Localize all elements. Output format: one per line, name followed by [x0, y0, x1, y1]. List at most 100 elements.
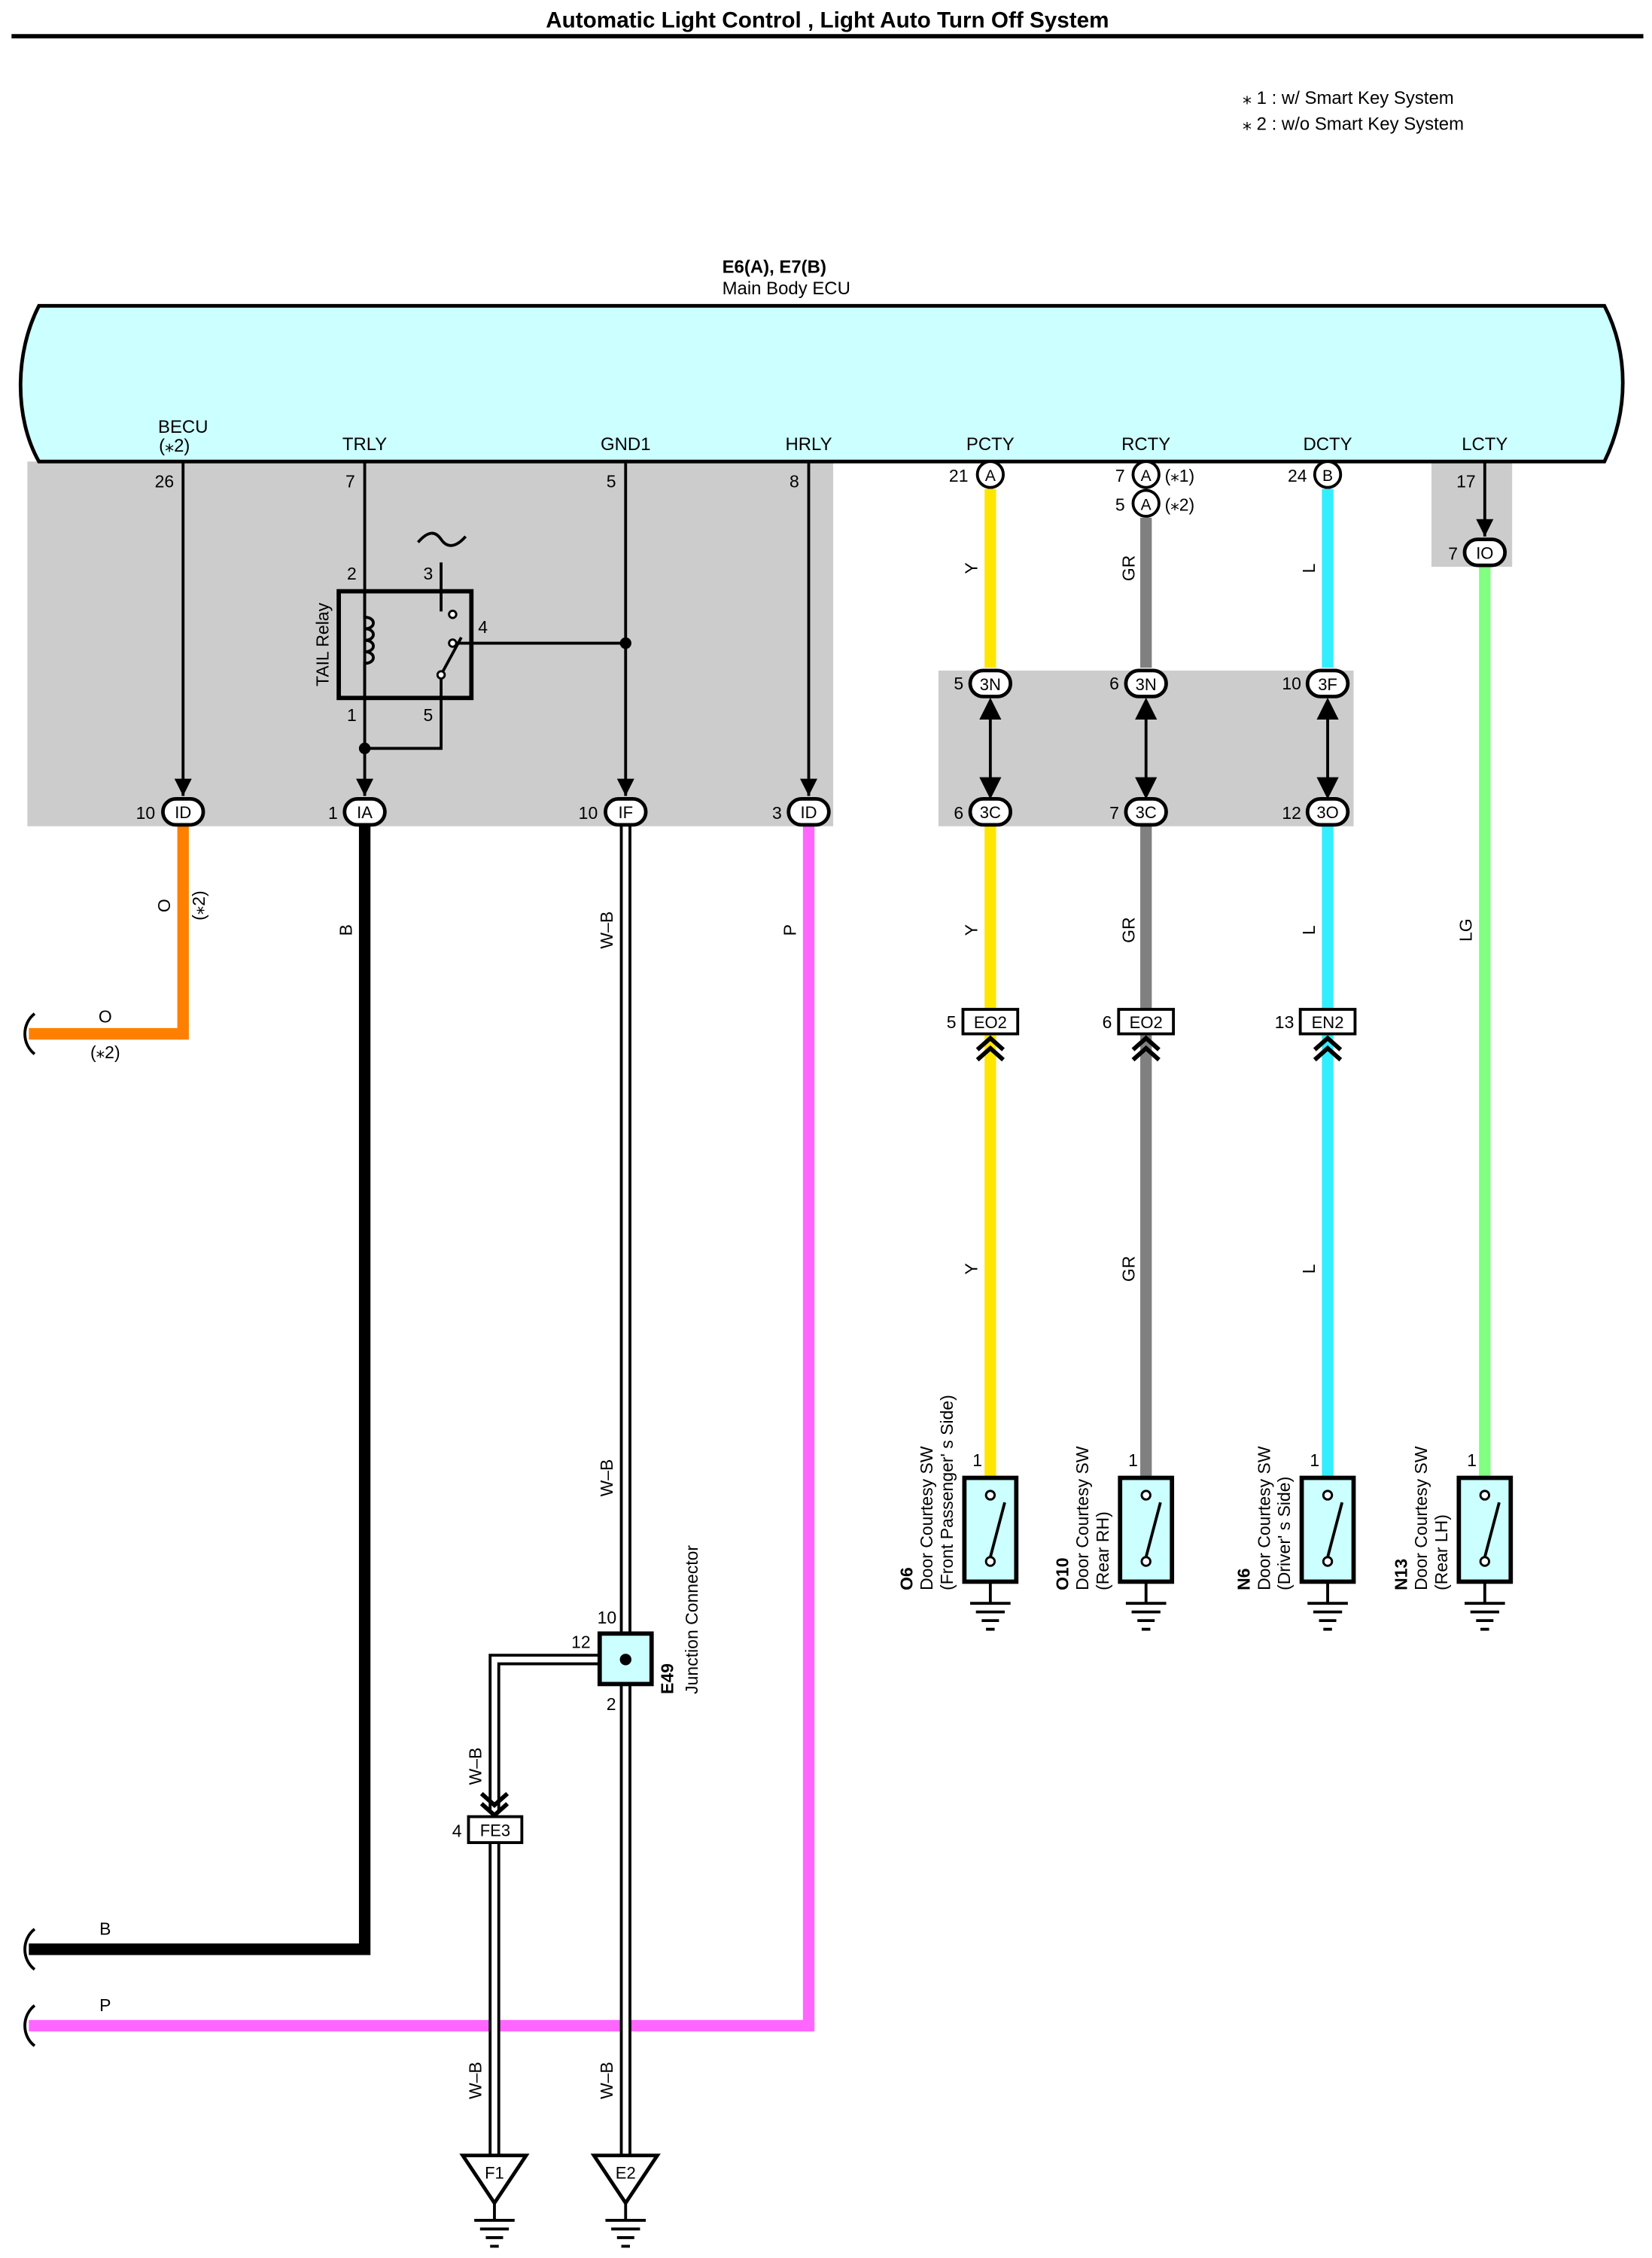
internal-arrowheads — [174, 519, 1494, 796]
splice-gnd1 — [619, 637, 631, 650]
inline-pin-eo2-pcty: 5 — [947, 1012, 957, 1032]
jb-pin-3o: 12 — [1282, 803, 1301, 823]
svg-text:EO2: EO2 — [974, 1013, 1007, 1032]
svg-text:A: A — [1141, 496, 1152, 513]
switch-o6-code: O6 — [896, 1567, 916, 1590]
inline-pin-eo2-rcty: 6 — [1103, 1012, 1112, 1032]
svg-text:IF: IF — [618, 803, 633, 822]
jb-connector-3c-rcty: 3C — [1124, 796, 1168, 827]
switch-n6-name: Door Courtesy SW — [1254, 1446, 1273, 1590]
main-body-ecu — [19, 303, 1625, 464]
pin-io: 7 — [1448, 543, 1458, 563]
jb-pin-3f: 10 — [1282, 674, 1301, 693]
junction-block-left — [27, 461, 834, 826]
inline-connector-eo2-rcty: EO2 — [1117, 1008, 1176, 1062]
rcty-note-2: (⁎2) — [1165, 495, 1195, 514]
svg-text:FE3: FE3 — [480, 1821, 510, 1840]
tail-relay — [336, 531, 474, 701]
relay-label: TAIL Relay — [313, 602, 333, 686]
ecu-connector-rcty-1: A — [1131, 460, 1161, 489]
svg-text:EN2: EN2 — [1312, 1013, 1344, 1032]
svg-text:3F: 3F — [1318, 675, 1337, 694]
label-wire-gr-3: GR — [1118, 1256, 1138, 1282]
label-wire-o-horiz: O — [99, 1006, 112, 1026]
terminal-dcty: DCTY — [1303, 434, 1352, 455]
pin-dcty: 24 — [1288, 466, 1307, 485]
ecu-connector-dcty: B — [1313, 460, 1343, 489]
wire-pink — [29, 826, 815, 2032]
label-wire-l-1: L — [1299, 563, 1319, 573]
label-wire-o-vert: O — [154, 899, 174, 912]
terminal-rcty: RCTY — [1121, 434, 1170, 455]
label-wire-l-2: L — [1299, 925, 1319, 935]
pin-becu: 26 — [155, 472, 175, 491]
switch-n6 — [1299, 1475, 1356, 1631]
switch-n13-name: Door Courtesy SW — [1411, 1446, 1431, 1590]
e49-pin-12: 12 — [571, 1633, 591, 1652]
switch-o10-side: (Rear RH) — [1093, 1511, 1112, 1590]
jb-internal-arrows — [979, 697, 1339, 799]
pin-rcty-1: 7 — [1115, 466, 1125, 485]
label-wire-p-horiz: P — [99, 1995, 111, 2015]
label-wire-l-3: L — [1299, 1264, 1319, 1274]
inline-connector-eo2-pcty: EO2 — [961, 1008, 1020, 1062]
pin-trly: 7 — [345, 472, 355, 491]
switch-o6 — [962, 1475, 1019, 1631]
note-smart-key: ⁎ 1 : w/ Smart Key System — [1243, 88, 1454, 108]
wire-w-b-branch — [488, 1654, 626, 2159]
svg-text:B: B — [1322, 467, 1333, 485]
switch-n6-code: N6 — [1234, 1569, 1254, 1590]
label-wire-wb-4: W–B — [466, 2062, 485, 2099]
ecu-name: Main Body ECU — [723, 278, 850, 299]
wire-black — [29, 826, 371, 1955]
relay-pin-1: 1 — [347, 705, 357, 725]
label-wire-y-3: Y — [962, 1263, 981, 1274]
e49-pin-10: 10 — [598, 1608, 617, 1627]
svg-text:3C: 3C — [980, 803, 1001, 822]
junction-connector-e49 — [597, 1631, 654, 1687]
jb-connector-id-becu: ID — [161, 796, 205, 827]
e49-code: E49 — [657, 1663, 677, 1694]
label-wire-y-2: Y — [962, 924, 981, 936]
label-wire-gr-1: GR — [1118, 555, 1138, 581]
label-wire-y-1: Y — [962, 562, 981, 574]
jb-pin-id-becu: 10 — [136, 803, 156, 823]
label-wire-lg: LG — [1456, 918, 1476, 942]
jb-pin-3n-rcty: 6 — [1109, 674, 1119, 693]
label-wire-b-horiz: B — [99, 1919, 111, 1939]
wire-break-marks — [23, 1012, 36, 2047]
e49-pin-2: 2 — [607, 1694, 616, 1714]
jb-connector-3n-pcty: 3N — [968, 668, 1013, 698]
ecu-connector-rcty-2: A — [1131, 488, 1161, 518]
jb-connector-3f: 3F — [1305, 668, 1350, 698]
pin-hrly: 8 — [789, 472, 799, 491]
switch-n6-pin: 1 — [1310, 1450, 1319, 1470]
terminal-becu: BECU — [158, 417, 208, 437]
jb-connector-3o: 3O — [1305, 796, 1350, 827]
terminal-lcty: LCTY — [1462, 434, 1507, 455]
switch-n13-side: (Rear LH) — [1431, 1514, 1451, 1590]
switch-n13 — [1456, 1475, 1514, 1631]
svg-text:3N: 3N — [980, 675, 1001, 694]
note-no-smart-key: ⁎ 2 : w/o Smart Key System — [1243, 114, 1464, 135]
inline-connector-en2: EN2 — [1298, 1008, 1357, 1062]
splice-trly — [358, 742, 371, 755]
relay-pin-5: 5 — [423, 705, 433, 725]
fe3-pin: 4 — [452, 1821, 462, 1840]
svg-text:3N: 3N — [1136, 675, 1157, 694]
svg-text:ID: ID — [801, 803, 817, 822]
ecu-connector-pcty: A — [975, 460, 1005, 489]
switch-n6-side: (Driver' s Side) — [1274, 1477, 1294, 1590]
rcty-note-1: (⁎1) — [1165, 466, 1195, 485]
pin-pcty: 21 — [949, 466, 969, 485]
label-wire-gr-2: GR — [1118, 917, 1138, 942]
svg-text:E2: E2 — [616, 2163, 636, 2182]
relay-pin-2: 2 — [347, 564, 357, 583]
svg-text:IO: IO — [1476, 543, 1493, 562]
pin-rcty-2: 5 — [1115, 495, 1125, 514]
terminal-gnd1: GND1 — [601, 434, 651, 455]
switch-o6-name: Door Courtesy SW — [917, 1446, 936, 1590]
relay-pin-4: 4 — [478, 617, 488, 637]
diagram-title: Automatic Light Control , Light Auto Tur… — [546, 8, 1109, 33]
